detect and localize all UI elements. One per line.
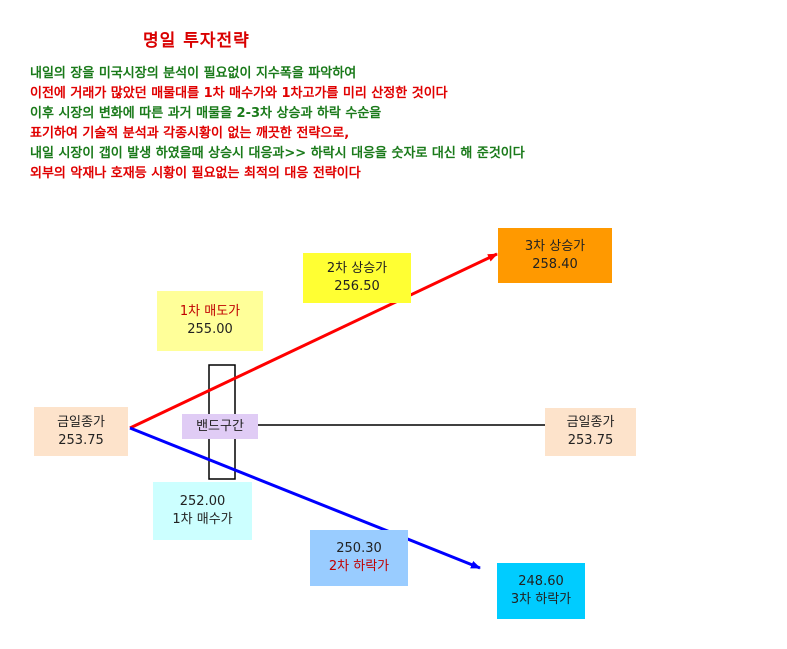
description-line: 외부의 악재나 호재등 시황이 필요없는 최적의 대응 전략이다 — [30, 166, 361, 181]
sell1-box: 1차 매도가 255.00 — [157, 291, 263, 351]
box-value: 253.75 — [58, 432, 104, 448]
box-label: 1차 매도가 — [179, 304, 241, 319]
fall-arrow — [129, 426, 481, 570]
box-value: 253.75 — [567, 433, 614, 448]
box-label: 금일종가 — [566, 415, 615, 430]
box-value: 258.40 — [532, 256, 578, 272]
box-label: 밴드구간 — [196, 418, 244, 434]
description-line: 표기하여 기술적 분석과 각종시황이 없는 깨끗한 전략으로, — [30, 126, 350, 141]
box-value: 256.50 — [334, 279, 380, 294]
box-label: 2차 상승가 — [326, 261, 388, 276]
band-box: 밴드구간 — [182, 414, 258, 439]
box-value: 250.30 — [336, 541, 382, 556]
strategy-description: 내일의 장을 미국시장의 분석이 필요없이 지수폭을 파악하여 이전에 거래가 … — [30, 64, 770, 184]
buy1-box: 252.00 1차 매수가 — [153, 482, 252, 540]
rise-arrow — [129, 252, 498, 430]
box-label: 2차 하락가 — [328, 559, 390, 574]
description-line: 내일 시장이 갭이 발생 하였을때 상승시 대응과>> 하락시 대응을 숫자로 … — [30, 146, 525, 161]
description-line: 내일의 장을 미국시장의 분석이 필요없이 지수폭을 파악하여 — [30, 66, 357, 81]
box-label: 3차 하락가 — [510, 592, 572, 607]
box-value: 248.60 — [518, 574, 564, 589]
fall3-box: 248.60 3차 하락가 — [497, 563, 585, 619]
box-value: 252.00 — [179, 494, 226, 509]
close-left-box: 금일종가 253.75 — [34, 407, 128, 456]
page-title: 명일 투자전략 — [143, 31, 250, 51]
description-line: 이전에 거래가 많았던 매물대를 1차 매수가와 1차고가를 미리 산정한 것이… — [30, 86, 448, 101]
fall2-box: 250.30 2차 하락가 — [310, 530, 408, 586]
box-value: 255.00 — [187, 322, 233, 337]
rise3-box: 3차 상승가 258.40 — [498, 228, 612, 283]
description-line: 이후 시장의 변화에 따른 과거 매물을 2-3차 상승과 하락 수순을 — [30, 106, 382, 121]
box-label: 3차 상승가 — [524, 238, 586, 254]
box-label: 1차 매수가 — [172, 512, 233, 527]
rise2-box: 2차 상승가 256.50 — [303, 253, 411, 303]
box-label: 금일종가 — [57, 414, 105, 430]
close-right-box: 금일종가 253.75 — [545, 408, 636, 456]
